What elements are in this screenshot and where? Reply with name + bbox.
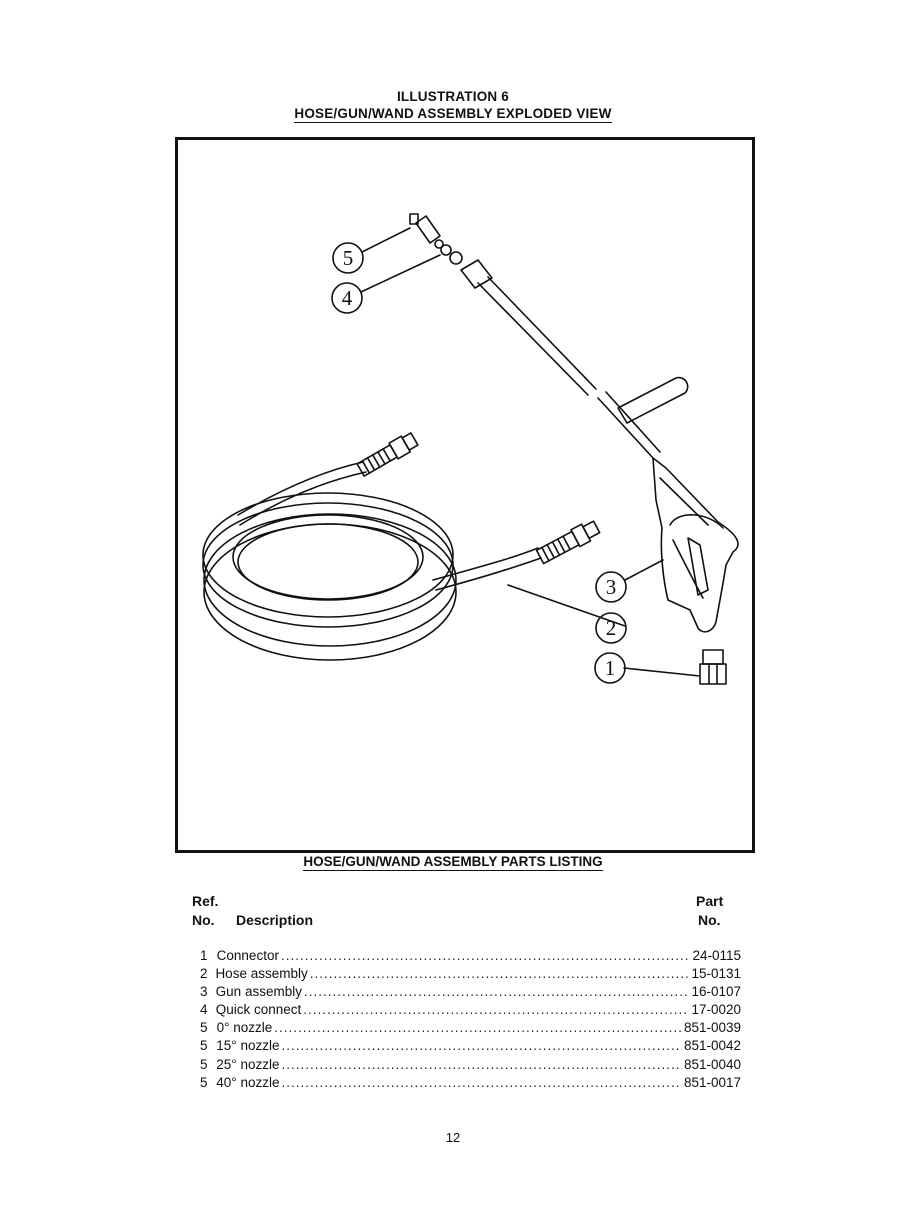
description-cell: Gun assembly — [215, 984, 302, 1000]
description-header: Description — [236, 912, 314, 928]
callout-5 — [332, 242, 364, 274]
callout-3-label: 3 — [606, 575, 617, 599]
table-row: 5 40° nozzle 851-0017 — [196, 1074, 741, 1092]
parts-table: 1 Connector 24-0115 2 Hose assembly 15-0… — [196, 947, 741, 1092]
part-number-cell: 851-0017 — [683, 1074, 741, 1090]
table-row: 5 0° nozzle 851-0039 — [196, 1019, 741, 1037]
callout-4 — [331, 282, 363, 314]
part-number-cell: 851-0042 — [683, 1038, 741, 1054]
ref-cell: 5 — [200, 1038, 208, 1054]
ref-cell: 2 — [200, 966, 208, 982]
ref-cell: 1 — [200, 948, 208, 963]
exploded-view-frame: 5 4 3 2 1 — [175, 137, 755, 853]
dot-leader — [303, 1001, 689, 1019]
callout-1 — [594, 652, 626, 684]
part-number-cell: 851-0040 — [683, 1056, 741, 1072]
table-row: 1 Connector 24-0115 — [196, 947, 741, 965]
table-row: 2 Hose assembly 15-0131 — [196, 965, 741, 983]
callout-4-label: 4 — [342, 286, 353, 310]
table-row: 5 15° nozzle 851-0042 — [196, 1037, 741, 1055]
dot-leader — [274, 1019, 682, 1037]
ref-header-line2: No. — [192, 912, 215, 928]
callout-5-label: 5 — [343, 246, 354, 270]
illustration-label: ILLUSTRATION 6 — [396, 89, 510, 104]
ref-cell: 5 — [200, 1020, 208, 1036]
part-number-cell: 24-0115 — [692, 948, 741, 963]
part-number-cell: 15-0131 — [691, 966, 741, 982]
table-row: 3 Gun assembly 16-0107 — [196, 983, 741, 1001]
part-number-cell: 17-0020 — [691, 1002, 741, 1018]
description-cell: Connector — [216, 948, 279, 963]
description-cell: 15° nozzle — [216, 1038, 280, 1054]
description-cell: Hose assembly — [215, 966, 308, 982]
dot-leader — [281, 1074, 681, 1092]
connector-part — [699, 649, 727, 685]
ref-cell: 5 — [200, 1074, 208, 1090]
ref-cell: 3 — [200, 984, 208, 1000]
ref-header-line1: Ref. — [192, 893, 219, 909]
ref-cell: 4 — [200, 1002, 208, 1018]
hose-coil — [202, 432, 601, 661]
description-cell: 40° nozzle — [216, 1074, 280, 1090]
dot-leader — [310, 965, 690, 983]
part-header-line1: Part — [696, 893, 724, 909]
description-cell: 25° nozzle — [216, 1056, 280, 1072]
callout-2-label: 2 — [606, 616, 617, 640]
dot-leader — [281, 1056, 681, 1074]
part-number-cell: 851-0039 — [683, 1020, 741, 1036]
parts-listing-title: HOSE/GUN/WAND ASSEMBLY PARTS LISTING — [303, 854, 603, 871]
callout-1-label: 1 — [605, 656, 616, 680]
page-number: 12 — [445, 1130, 461, 1145]
description-cell: 0° nozzle — [216, 1020, 273, 1036]
spray-gun — [652, 457, 739, 633]
part-number-cell: 16-0107 — [691, 984, 741, 1000]
illustration-title: HOSE/GUN/WAND ASSEMBLY EXPLODED VIEW — [294, 106, 612, 123]
table-row: 4 Quick connect 17-0020 — [196, 1001, 741, 1019]
table-row: 5 25° nozzle 851-0040 — [196, 1056, 741, 1074]
dot-leader — [304, 983, 689, 1001]
ref-cell: 5 — [200, 1056, 208, 1072]
dot-leader — [281, 947, 691, 965]
callout-2 — [595, 612, 627, 644]
callout-3 — [595, 571, 627, 603]
dot-leader — [281, 1037, 681, 1055]
exploded-view-diagram: 5 4 3 2 1 — [202, 213, 739, 685]
description-cell: Quick connect — [215, 1002, 302, 1018]
part-header-line2: No. — [698, 912, 721, 928]
wand — [409, 213, 689, 459]
